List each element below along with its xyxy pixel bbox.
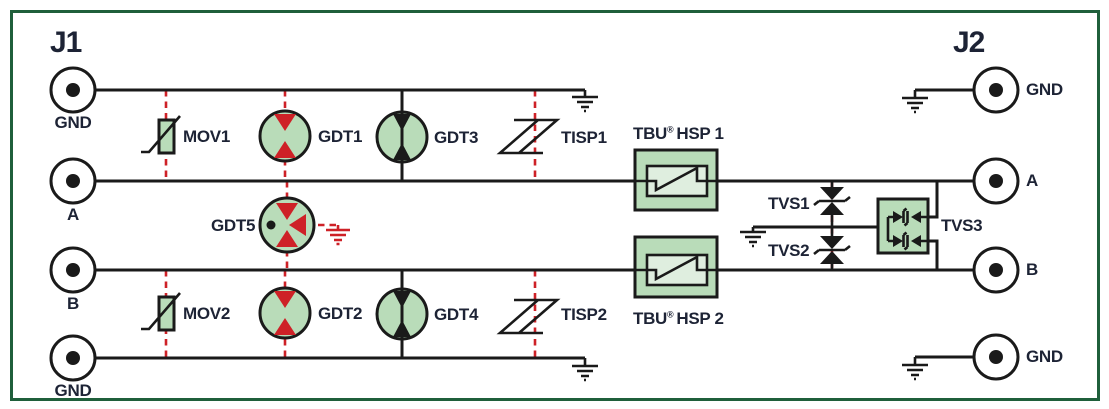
tvs1-label: TVS1 bbox=[768, 194, 810, 213]
tbu2-symbol bbox=[633, 235, 719, 299]
ground-icon bbox=[740, 227, 766, 248]
tvs3-label: TVS3 bbox=[941, 216, 983, 235]
ground-icon bbox=[902, 357, 928, 381]
tisp2-symbol bbox=[496, 298, 561, 335]
tisp1-symbol bbox=[496, 118, 561, 155]
tvs2-symbol bbox=[813, 227, 851, 270]
tisp1-label: TISP1 bbox=[561, 128, 607, 147]
gdt5-three-electrode-symbol bbox=[258, 196, 316, 254]
mov2-label: MOV2 bbox=[183, 304, 230, 323]
red-ground-icon bbox=[326, 225, 350, 246]
wires bbox=[95, 88, 974, 360]
j2-b-label: B bbox=[1026, 260, 1038, 279]
tbu1-label: TBU®HSP 1 bbox=[633, 124, 724, 143]
j1-a-label: A bbox=[67, 205, 79, 224]
mov1-label: MOV1 bbox=[183, 127, 230, 146]
gdt2-symbol bbox=[258, 286, 312, 340]
connector-j2-title: J2 bbox=[953, 26, 985, 59]
connector-j1-title: J1 bbox=[50, 26, 82, 59]
gdt4-label: GDT4 bbox=[434, 305, 479, 324]
tvs3-symbol bbox=[876, 197, 930, 255]
gdt1-label: GDT1 bbox=[318, 127, 363, 146]
tisp2-label: TISP2 bbox=[561, 305, 607, 324]
gdt2-label: GDT2 bbox=[318, 304, 363, 323]
terminal-j1-gnd-top bbox=[49, 66, 97, 114]
j2-gnd-bottom-label: GND bbox=[1026, 347, 1063, 366]
terminal-j2-gnd-bottom bbox=[972, 333, 1020, 381]
j2-a-label: A bbox=[1026, 171, 1038, 190]
ground-icon bbox=[572, 90, 598, 113]
j1-gnd-top-label: GND bbox=[54, 113, 92, 132]
gdt5-label: GDT5 bbox=[211, 216, 256, 235]
terminal-j1-b bbox=[49, 246, 97, 294]
gdt4-symbol bbox=[375, 287, 429, 341]
ground-icon bbox=[902, 90, 928, 114]
terminal-j2-a bbox=[972, 157, 1020, 205]
tbu1-symbol bbox=[633, 148, 719, 212]
gdt1-symbol bbox=[258, 109, 312, 163]
gdt3-label: GDT3 bbox=[434, 128, 479, 147]
mov1-varistor-symbol bbox=[141, 115, 181, 155]
terminal-j1-a bbox=[49, 157, 97, 205]
j1-gnd-bottom-label: GND bbox=[54, 381, 92, 400]
j2-gnd-top-label: GND bbox=[1026, 80, 1063, 99]
j1-b-label: B bbox=[67, 294, 79, 313]
mov2-varistor-symbol bbox=[141, 292, 181, 332]
terminal-j1-gnd-bottom bbox=[49, 334, 97, 382]
terminal-j2-gnd-top bbox=[972, 66, 1020, 114]
gdt3-symbol bbox=[375, 110, 429, 164]
tbu2-label: TBU®HSP 2 bbox=[633, 309, 724, 328]
terminal-j2-b bbox=[972, 246, 1020, 294]
ground-icon bbox=[572, 358, 598, 382]
tvs2-label: TVS2 bbox=[768, 241, 810, 260]
tvs1-symbol bbox=[813, 181, 851, 227]
